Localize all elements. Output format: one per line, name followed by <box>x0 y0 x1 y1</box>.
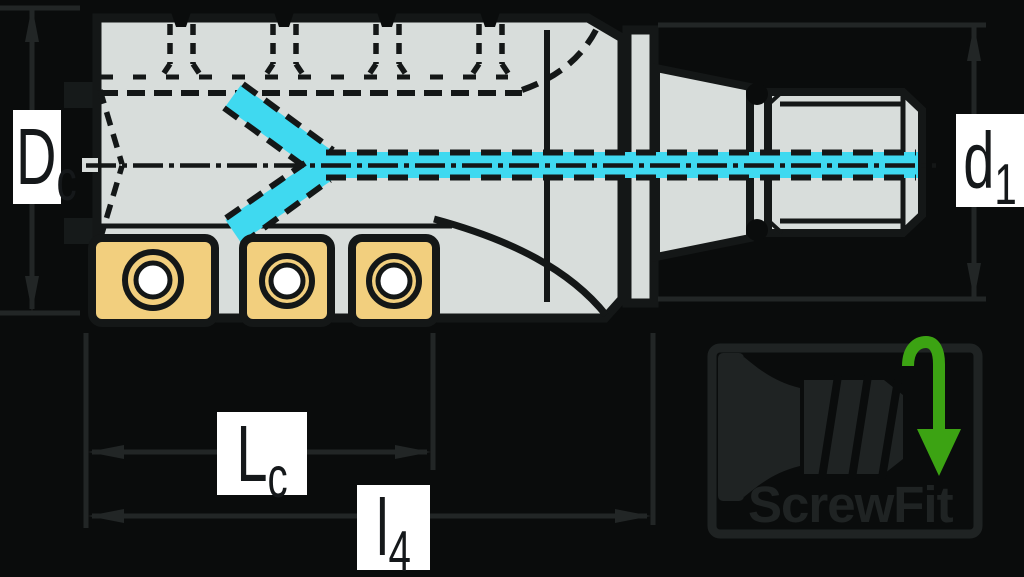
arrow-right <box>615 509 651 523</box>
d1-sub: 1 <box>994 150 1017 217</box>
arrow-right <box>395 445 431 459</box>
hidden-lines <box>97 24 599 241</box>
arrow-down <box>967 263 981 299</box>
d1-main: d <box>963 115 995 205</box>
logo-frame <box>707 343 983 539</box>
insert-3-screw-hole <box>366 253 422 309</box>
insert-1-screw-hole <box>122 249 184 311</box>
arrow-left <box>88 509 124 523</box>
rotation-direction-arrow-icon <box>902 335 961 476</box>
lc-sub: c <box>267 443 288 510</box>
l4-main: l <box>376 482 389 572</box>
dimension-lc <box>83 333 436 528</box>
relief-groove-notches <box>746 83 768 241</box>
screw-thread-slashes <box>818 375 902 479</box>
body-back-tabs <box>64 82 98 244</box>
arrow-up <box>967 25 981 61</box>
dimension-l4 <box>88 333 656 525</box>
cutting-inserts <box>88 234 440 327</box>
dimension-dc <box>0 5 80 316</box>
screwfit-logo <box>707 335 983 539</box>
arrow-down <box>25 276 39 312</box>
dc-main: D <box>16 111 57 202</box>
coolant-channel-hidden-edges <box>222 81 916 247</box>
lc-main: L <box>236 408 268 498</box>
hidden-flute-curve <box>521 28 599 93</box>
insert-2-screw-hole <box>259 253 315 309</box>
pocket-top-notches <box>170 9 501 27</box>
dimension-d1 <box>658 22 986 302</box>
flute-curve <box>433 215 609 318</box>
dc-sub: c <box>56 147 77 213</box>
l4-sub: 4 <box>388 517 411 577</box>
screwfit-logo-text: ScrewFit <box>748 476 954 533</box>
pocket-hidden-lines <box>157 24 515 81</box>
arrow-up <box>25 6 39 42</box>
arrow-left <box>88 445 124 459</box>
